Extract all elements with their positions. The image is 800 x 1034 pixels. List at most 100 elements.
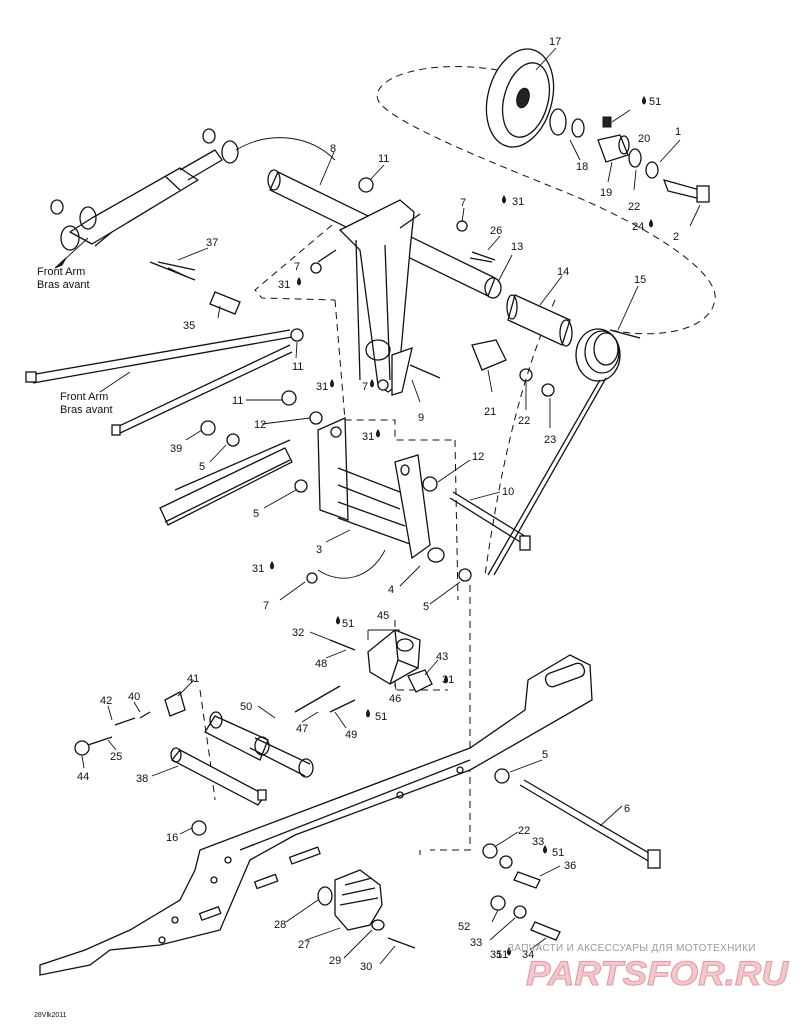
front-arm-label: Front Arm: [37, 266, 85, 278]
callout-labels: 1 2 3 4 5 5 5 5 5 6 7 7 7 7 8 9 10 11 11…: [77, 36, 681, 973]
callout: 22: [518, 415, 530, 427]
callout: 38: [136, 773, 148, 785]
callout: 30: [360, 961, 372, 973]
drawing-code: 28Vlk2011: [34, 1012, 67, 1019]
adhesive-droplet-icon: [270, 96, 653, 956]
shock-absorber: [50, 128, 336, 269]
lower-slide-rail: [39, 654, 593, 976]
leader-lines: [81, 47, 701, 965]
callout: 33: [470, 937, 482, 949]
callout: 31: [252, 563, 264, 575]
callout: 42: [100, 695, 112, 707]
callout: 33: [532, 836, 544, 848]
callout: 7: [263, 600, 269, 612]
upper-cross-shaft: [267, 169, 573, 347]
callout: 31: [316, 381, 328, 393]
stopper-block: [367, 629, 433, 693]
callout: 43: [436, 651, 448, 663]
spacer-19: [597, 116, 630, 163]
callout: 11: [378, 153, 389, 165]
slider-rail-piece: [159, 439, 293, 526]
watermark: ЗАПЧАСТИ И АКСЕССУАРЫ ДЛЯ МОТОТЕХНИКИ PA…: [508, 943, 790, 994]
callout: 26: [490, 225, 502, 237]
callout: 7: [362, 381, 368, 393]
hardware-parts: [191, 177, 561, 941]
callout: 11: [292, 361, 303, 373]
callout: 28: [274, 919, 286, 931]
callout: 4: [388, 584, 394, 596]
callout: 51: [552, 847, 564, 859]
watermark-logo: PARTSFOR.RU: [526, 955, 790, 993]
track-outline: [199, 66, 716, 855]
callout: 51: [375, 711, 387, 723]
callout: 3: [316, 544, 322, 556]
callout: 5: [253, 508, 259, 520]
callout: 12: [254, 419, 266, 431]
callout: 22: [518, 825, 530, 837]
callout: 44: [77, 771, 89, 783]
callout: 7: [460, 197, 466, 209]
callout: 8: [330, 143, 336, 155]
callout: 24: [632, 221, 644, 233]
callout: 13: [511, 241, 523, 253]
callout: 11: [232, 395, 243, 407]
callout: 36: [564, 860, 576, 872]
callout: 18: [576, 161, 588, 173]
callout: 39: [170, 443, 182, 455]
callout: 22: [628, 201, 640, 213]
callout: 16: [166, 832, 178, 844]
long-bolts: [449, 491, 661, 869]
callout: 47: [296, 723, 308, 735]
callout: 46: [389, 693, 401, 705]
callout: 31: [512, 196, 524, 208]
callout: 5: [199, 461, 205, 473]
rear-stopper: [317, 869, 385, 931]
direction-captions: Front Arm Bras avant Front Arm Bras avan…: [37, 266, 113, 416]
rear-rocker-assembly: [317, 417, 445, 579]
callout: 32: [292, 627, 304, 639]
bras-avant-label: Bras avant: [37, 279, 90, 291]
callout: 5: [542, 749, 548, 761]
callout: 37: [206, 237, 218, 249]
bras-avant-label: Bras avant: [60, 404, 113, 416]
washer-bolt-2: [628, 148, 710, 203]
callout: 6: [624, 803, 630, 815]
callout: 9: [418, 412, 424, 424]
pivot-arm: [317, 199, 441, 396]
callout: 29: [329, 955, 341, 967]
small-bolts: [157, 251, 496, 949]
front-arm-label: Front Arm: [60, 391, 108, 403]
callout: 23: [544, 434, 556, 446]
idler-wheel: [485, 48, 585, 148]
callout: 12: [472, 451, 484, 463]
callout: 17: [549, 36, 561, 48]
callout: 2: [673, 231, 679, 243]
callout: 31: [362, 431, 374, 443]
callout: 51: [496, 949, 508, 961]
callout: 31: [442, 674, 454, 686]
front-arm-pivot: [74, 691, 314, 806]
callout: 14: [557, 266, 569, 278]
callout: 51: [342, 618, 354, 630]
callout: 15: [634, 274, 646, 286]
callout: 31: [490, 949, 502, 961]
callout: 21: [484, 406, 496, 418]
callout: 45: [377, 610, 389, 622]
callout: 49: [345, 729, 357, 741]
front-arm-rods: [25, 261, 293, 436]
callout: 5: [423, 601, 429, 613]
callout: 41: [187, 673, 199, 685]
callout: 19: [600, 187, 612, 199]
callout: 40: [128, 691, 140, 703]
watermark-tagline: ЗАПЧАСТИ И АКСЕССУАРЫ ДЛЯ МОТОТЕХНИКИ: [508, 943, 756, 954]
callout: 7: [294, 261, 300, 273]
callout: 52: [458, 921, 470, 933]
callout: 20: [638, 133, 650, 145]
callout: 35: [183, 320, 195, 332]
callout: 25: [110, 751, 122, 763]
callout: 10: [502, 486, 514, 498]
callout: 31: [278, 279, 290, 291]
callout: 1: [675, 126, 681, 138]
callout: 51: [649, 96, 661, 108]
